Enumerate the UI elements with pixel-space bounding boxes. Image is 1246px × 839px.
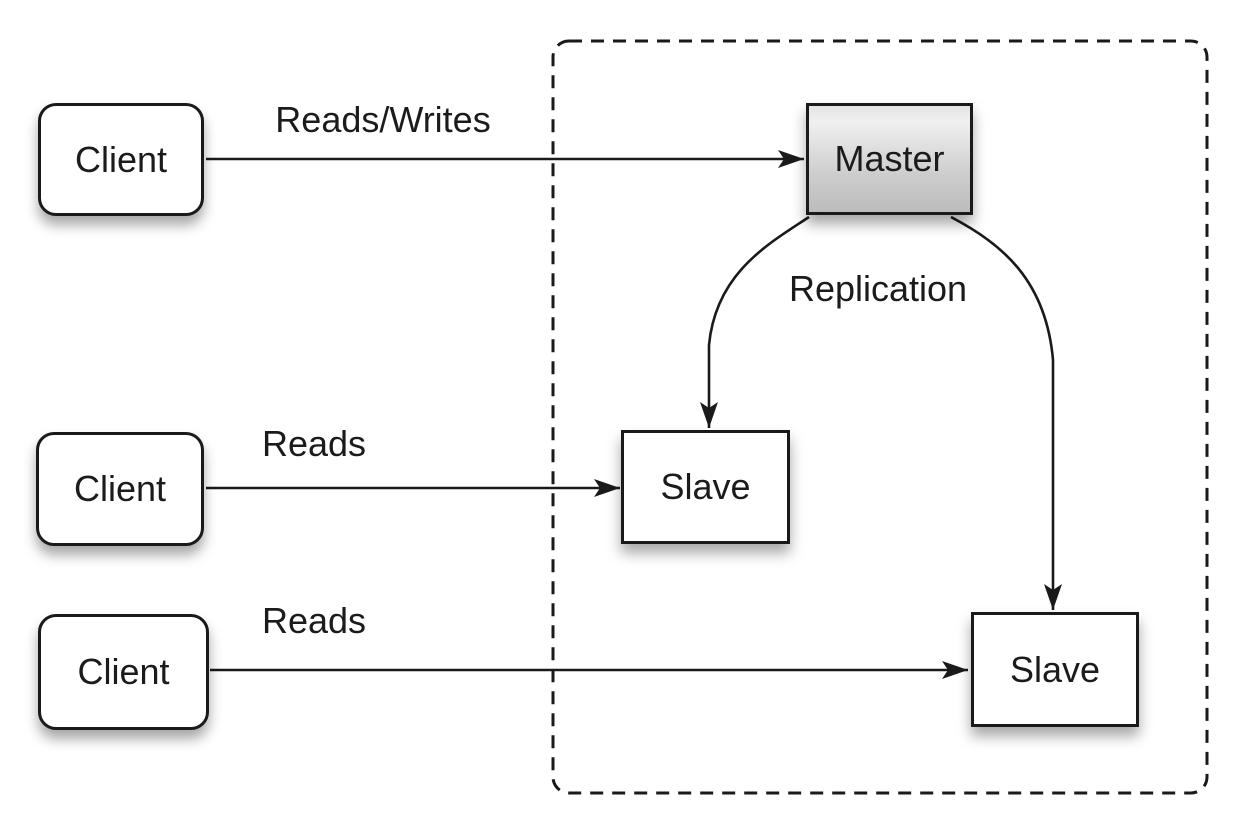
client-node-2: Client	[36, 432, 204, 546]
slave-node-2: Slave	[971, 612, 1139, 727]
reads-mid-label: Reads	[261, 423, 367, 464]
replication-arrow-left	[700, 215, 810, 428]
slave-node-2-label: Slave	[1009, 648, 1101, 690]
master-node-label: Master	[834, 138, 945, 179]
slave-node-1: Slave	[621, 430, 790, 544]
client-node-3: Client	[38, 614, 209, 730]
reads-writes-label: Reads/Writes	[275, 99, 491, 140]
master-node: Master	[806, 103, 973, 215]
replication-label: Replication	[788, 268, 968, 309]
client-node-3-label: Client	[77, 651, 170, 692]
reads-bottom-label: Reads	[261, 600, 367, 641]
client-node-1-label: Client	[74, 138, 168, 180]
slave-node-1-label: Slave	[660, 466, 751, 507]
client-node-2-label: Client	[73, 468, 167, 509]
client-node-1: Client	[38, 103, 204, 216]
replication-arrow-right	[950, 215, 1062, 610]
database-cluster-boundary	[551, 39, 1209, 795]
